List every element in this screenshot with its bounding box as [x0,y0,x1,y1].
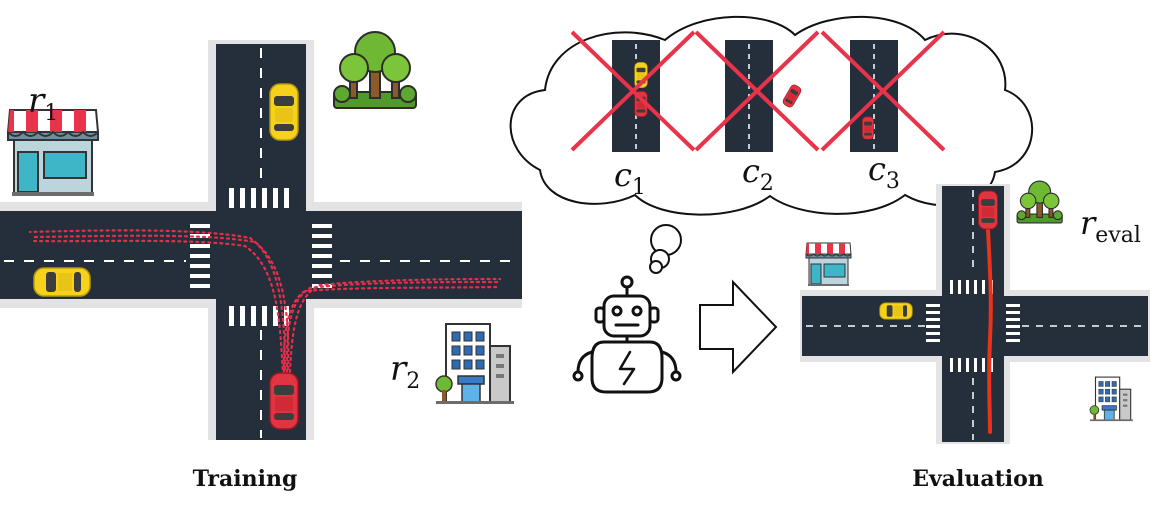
building-icon [435,323,515,405]
caption-evaluation: Evaluation [912,466,1044,492]
label-c1: c1 [614,156,646,200]
candidate-c2 [694,30,820,152]
training-trajectories [28,229,502,377]
evaluation-building-icon [1089,376,1134,422]
label-r2: r2 [390,349,420,394]
label-c3: c3 [868,150,900,194]
candidate-c1 [570,30,696,152]
training-scene: r1 r2 [0,31,522,440]
label-c2: c2 [742,152,774,196]
evaluation-car-yellow [879,302,913,320]
training-car-red [269,372,299,430]
label-r1: r1 [28,81,58,126]
caption-training: Training [192,466,298,492]
evaluation-car-red [977,190,999,230]
evaluation-horizontal-road [802,296,1148,356]
label-r-eval: reval [1080,204,1141,248]
robot-icon [572,275,682,394]
evaluation-scene: reval [800,180,1150,444]
candidate-c3 [820,30,946,152]
evaluation-store-icon [805,242,852,287]
arrow-right-icon [699,279,778,375]
evaluation-trees-icon [1016,180,1063,224]
training-car-yellow-top [269,83,299,141]
trees-icon [333,31,417,109]
evaluation-trajectory [986,228,993,434]
crosswalk [190,188,332,326]
training-car-yellow-left [33,267,91,297]
